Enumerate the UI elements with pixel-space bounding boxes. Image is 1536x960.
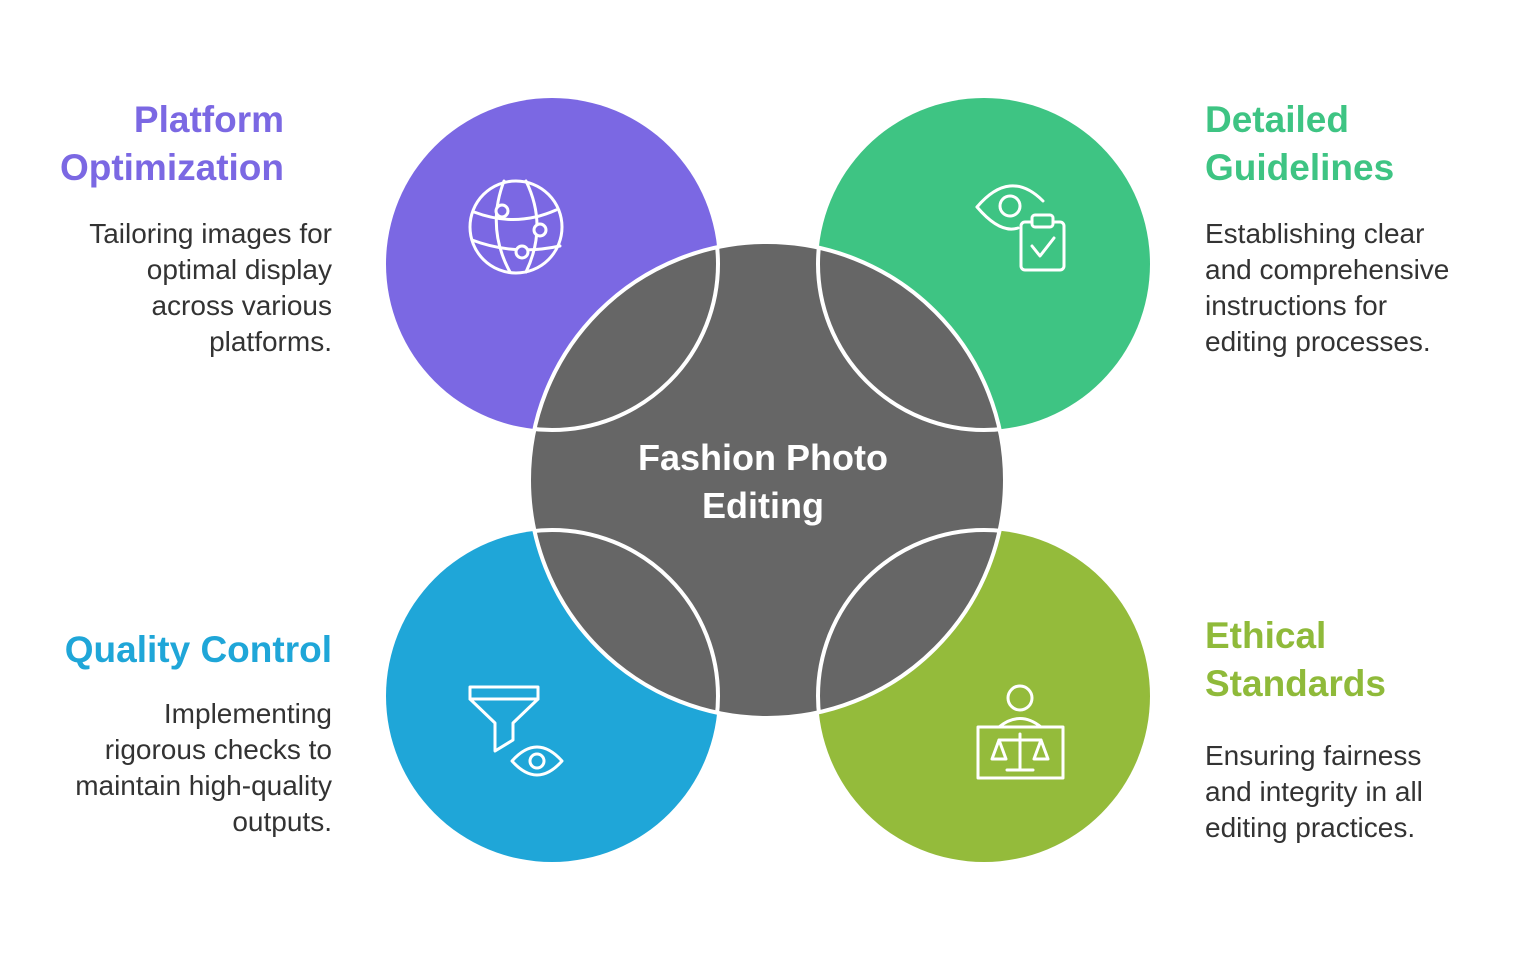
- description-line: and integrity in all: [1205, 776, 1423, 807]
- detailed-guidelines-title: Detailed Guidelines: [1205, 96, 1515, 192]
- overlap-outline-top-left: [529, 242, 720, 432]
- description-line: instructions for: [1205, 290, 1388, 321]
- center-circle-outline: [527, 240, 1007, 720]
- ethical-standards-title: Ethical Standards: [1205, 612, 1515, 708]
- center-circle: [529, 242, 1005, 718]
- person-scales-icon: [976, 684, 1065, 780]
- detailed-guidelines-title-line1: Detailed: [1205, 99, 1349, 140]
- description-line: editing practices.: [1205, 812, 1416, 843]
- description-line: rigorous checks to: [104, 734, 332, 765]
- ethical-standards-description: Ensuring fairness and integrity in all e…: [1205, 738, 1525, 846]
- description-line: Ensuring fairness: [1205, 740, 1422, 771]
- platform-optimization-title-line2: Optimization: [59, 147, 284, 188]
- description-line: across various: [151, 290, 332, 321]
- detailed-guidelines-title-line2: Guidelines: [1205, 147, 1395, 188]
- eye-clipboard-check-icon: [975, 184, 1066, 272]
- description-line: Establishing clear: [1205, 218, 1425, 249]
- center-title-line1: Fashion Photo: [638, 437, 888, 478]
- center-title-line2: Editing: [702, 485, 824, 526]
- description-line: editing processes.: [1205, 326, 1431, 357]
- funnel-eye-icon: [468, 685, 564, 777]
- platform-optimization-title: Platform Optimization: [30, 96, 284, 192]
- quality-control-title: Quality Control: [20, 626, 332, 674]
- quality-control-title-line1: Quality Control: [64, 629, 332, 670]
- overlap-outline-bottom-right: [816, 528, 1005, 718]
- platform-optimization-description: Tailoring images for optimal display acr…: [20, 216, 332, 360]
- overlap-outline-bottom-left: [529, 528, 720, 718]
- description-line: Implementing: [163, 698, 332, 729]
- ethical-standards-title-line2: Standards: [1205, 663, 1386, 704]
- overlap-outline-top-right: [816, 242, 1005, 432]
- description-line: and comprehensive: [1205, 254, 1450, 285]
- quality-control-description: Implementing rigorous checks to maintain…: [20, 696, 332, 840]
- description-line: outputs.: [232, 806, 332, 837]
- description-line: optimal display: [146, 254, 332, 285]
- platform-optimization-title-line1: Platform: [133, 99, 284, 140]
- globe-network-icon: [468, 179, 564, 275]
- ethical-standards-title-line1: Ethical: [1205, 615, 1327, 656]
- detailed-guidelines-description: Establishing clear and comprehensive ins…: [1205, 216, 1525, 360]
- description-line: platforms.: [209, 326, 332, 357]
- description-line: Tailoring images for: [89, 218, 332, 249]
- description-line: maintain high-quality: [75, 770, 332, 801]
